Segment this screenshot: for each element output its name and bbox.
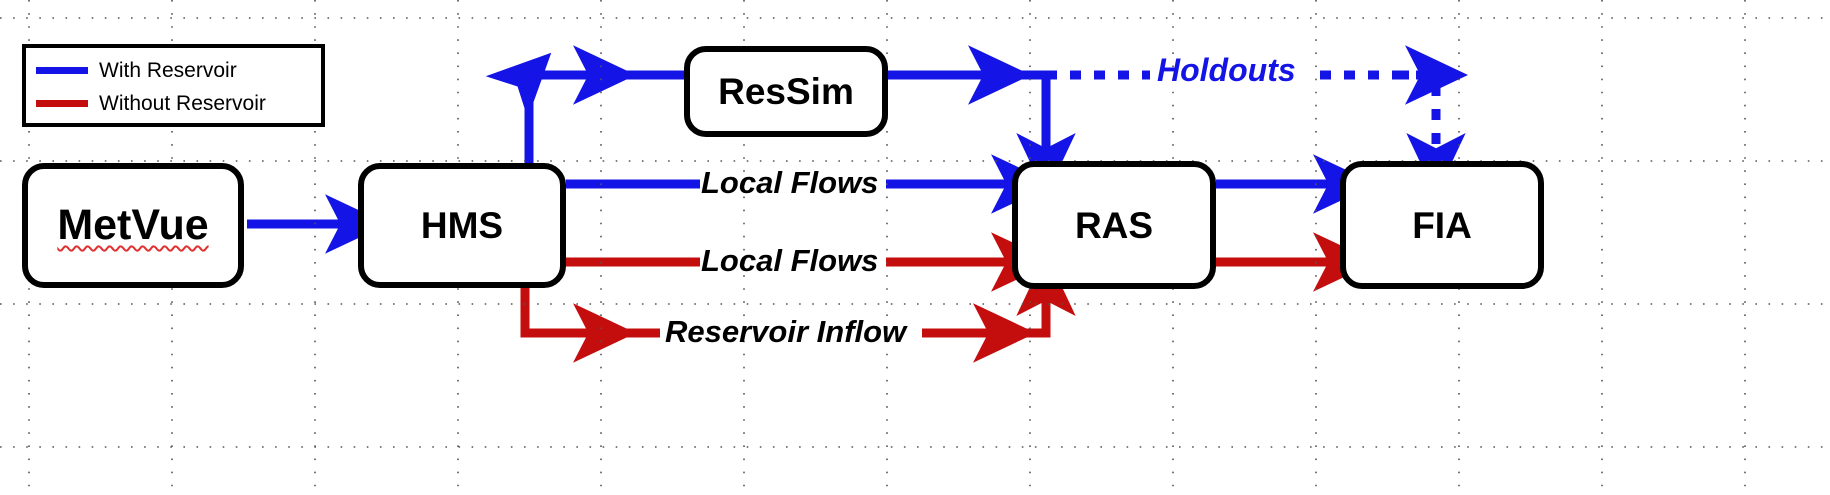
node-metvue-label: MetVue [57,201,209,249]
legend-item-with-reservoir: With Reservoir [36,54,321,87]
edge-label-reservoir-inflow-text: Reservoir Inflow [665,314,907,349]
node-ras[interactable]: RAS [1012,161,1216,289]
edge-label-holdouts-text: Holdouts [1157,52,1296,88]
node-ressim[interactable]: ResSim [684,46,888,137]
node-ras-label: RAS [1074,204,1154,246]
legend: With Reservoir Without Reservoir [22,44,325,127]
edge-label-local-flows-blue-text: Local Flows [701,165,879,200]
edge-reservoir-inflow-to-ras [922,253,1076,338]
node-ressim-label: ResSim [718,71,854,112]
edge-label-local-flows-red: Local Flows [701,245,878,276]
legend-label-without-reservoir: Without Reservoir [99,91,266,115]
legend-swatch-red [36,100,88,107]
edge-label-local-flows-blue: Local Flows [701,167,878,198]
node-fia[interactable]: FIA [1340,161,1544,289]
legend-label-with-reservoir: With Reservoir [99,58,237,82]
node-metvue[interactable]: MetVue [22,163,244,288]
edge-label-reservoir-inflow: Reservoir Inflow [665,316,906,347]
edge-hms-to-ressim [485,52,684,163]
legend-swatch-blue [36,67,88,74]
node-fia-label: FIA [1412,204,1472,246]
legend-item-without-reservoir: Without Reservoir [36,87,321,120]
node-hms-label: HMS [420,205,504,246]
node-hms[interactable]: HMS [358,163,566,288]
edge-label-local-flows-red-text: Local Flows [701,243,879,278]
edge-ressim-to-ras [888,70,1076,196]
edge-label-holdouts: Holdouts [1157,54,1296,86]
edge-reservoir-inflow-left [520,288,660,338]
edge-holdouts-to-fia [1398,70,1466,196]
